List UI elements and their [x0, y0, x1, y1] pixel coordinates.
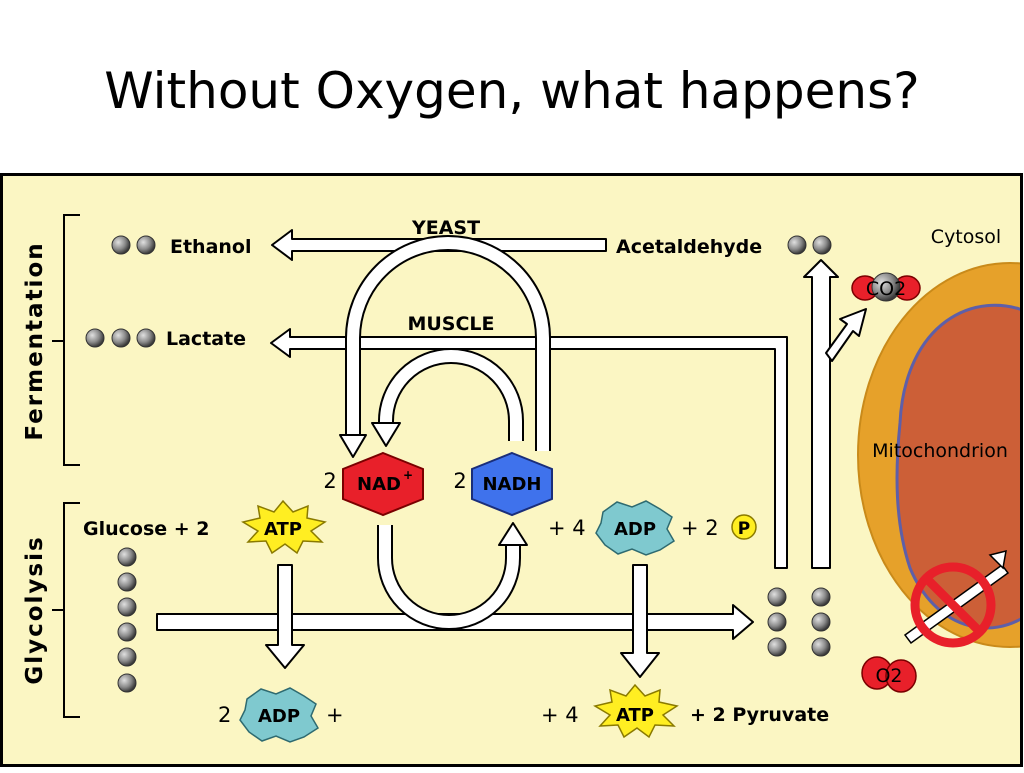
glucose-carbon-chain: [117, 547, 137, 693]
nadh-coefficient: 2: [453, 469, 466, 493]
fermentation-diagram: Mitochondrion Cytosol Fermentation Glyco…: [0, 173, 1023, 767]
atp-output-label: ATP: [616, 705, 654, 726]
nadh-label: NADH: [482, 474, 541, 495]
mitochondrion-label: Mitochondrion: [872, 440, 1008, 462]
acetaldehyde-up-arrow: [803, 259, 839, 569]
atp-input-label: ATP: [264, 519, 302, 540]
pyruvate-carbon-chain-left: [767, 587, 787, 657]
o2-label: O2: [875, 665, 902, 687]
pyruvate-carbon-chain-right: [811, 587, 831, 657]
adp-output-coefficient: 2: [218, 703, 231, 727]
fermentation-label: Fermentation: [22, 241, 48, 440]
adp-blob-output: [239, 687, 320, 743]
nad-coefficient: 2: [323, 469, 336, 493]
co2-molecule: CO2: [851, 272, 921, 302]
ethanol-carbon-chain: [111, 235, 156, 255]
co2-branch-arrow: [825, 308, 867, 362]
ethanol-label: Ethanol: [170, 236, 252, 258]
atp-output-coefficient: + 4: [541, 703, 579, 727]
adp-input-label: ADP: [614, 519, 656, 540]
plus-output-left: +: [326, 703, 344, 727]
muscle-label: MUSCLE: [407, 313, 494, 335]
diagram-panel: Mitochondrion Cytosol Fermentation Glyco…: [0, 173, 1024, 768]
nad-hexagon: [342, 451, 424, 517]
lactate-carbon-chain: [85, 328, 156, 348]
nad-superscript: +: [403, 468, 413, 482]
yeast-label: YEAST: [411, 217, 480, 239]
acetaldehyde-carbon-chain: [787, 235, 832, 255]
fermentation-bracket: [52, 214, 80, 466]
pyruvate-label: + 2 Pyruvate: [690, 704, 829, 726]
plus-2-phosphate-coefficient: + 2: [681, 516, 719, 540]
lactate-label: Lactate: [166, 328, 246, 350]
mitochondrion: [857, 262, 1020, 648]
glycolysis-label: Glycolysis: [22, 535, 48, 684]
atp-burst-input: [241, 499, 327, 555]
co2-label: CO2: [866, 278, 906, 300]
nad-label: NAD: [357, 474, 401, 495]
adp-blob-input: [595, 500, 676, 556]
adp-output-label: ADP: [258, 706, 300, 727]
glucose-label: Glucose + 2: [83, 518, 210, 540]
o2-molecule: O2: [861, 656, 917, 693]
no-oxygen-icon: [903, 549, 1010, 648]
cytosol-label: Cytosol: [931, 226, 1001, 248]
atp-burst-output: [593, 683, 679, 739]
slide-title: Without Oxygen, what happens?: [104, 62, 920, 120]
phosphate-icon: [731, 514, 757, 540]
acetaldehyde-label: Acetaldehyde: [616, 236, 762, 258]
phosphate-label: P: [738, 519, 750, 539]
nadh-hexagon: [471, 451, 553, 517]
glycolysis-bracket: [52, 502, 80, 718]
plus-4-adp-coefficient: + 4: [548, 516, 586, 540]
